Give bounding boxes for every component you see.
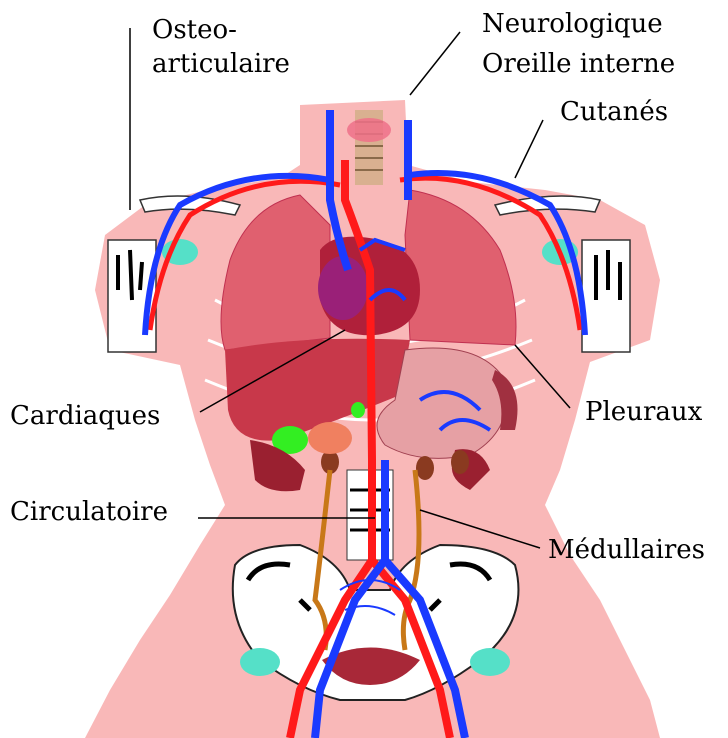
right-kidney-2 [451, 450, 469, 474]
pancreas [308, 422, 352, 454]
label-pleuraux: Pleuraux [585, 397, 703, 427]
label-osteo-line1: Osteo- [152, 15, 237, 45]
neuro-leader [410, 32, 460, 95]
right-hip-cartilage [470, 648, 510, 676]
label-neuro-line1: Neurologique [482, 9, 663, 39]
gallbladder-small [351, 402, 365, 418]
label-circulatoire: Circulatoire [10, 497, 168, 527]
label-medullaires: Médullaires [548, 535, 705, 565]
thyroid [347, 118, 391, 142]
label-cardiaques: Cardiaques [10, 401, 160, 431]
label-cutanes: Cutanés [560, 97, 668, 127]
label-neuro-line2: Oreille interne [482, 49, 675, 79]
right-kidney [416, 456, 434, 480]
cutanes-leader [515, 120, 543, 178]
left-hip-cartilage [240, 648, 280, 676]
label-osteo-line2: articulaire [152, 49, 290, 79]
